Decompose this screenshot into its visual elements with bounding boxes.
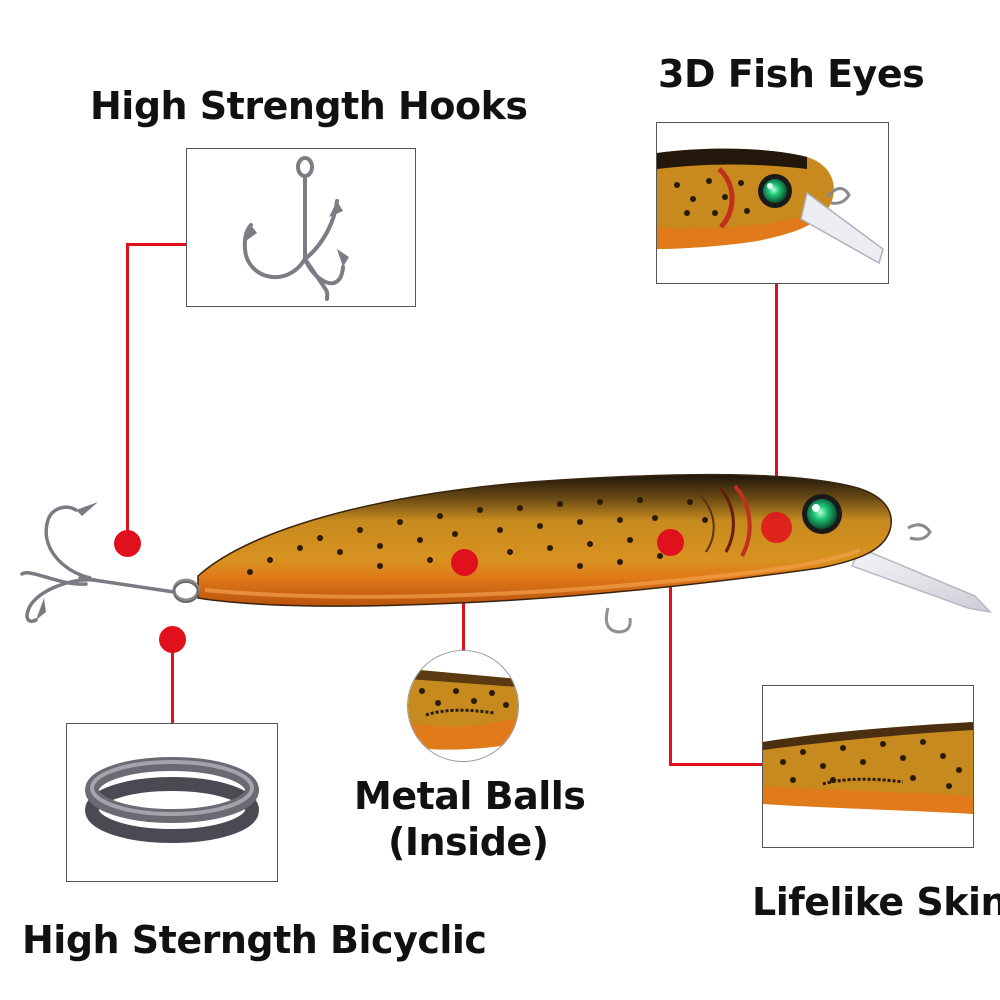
skin-callout-line-horizontal (669, 763, 763, 766)
hooks-callout-line-vertical (126, 243, 129, 543)
hooks-callout-line-horizontal (126, 243, 188, 246)
lifelike-skin-closeup-image (763, 686, 973, 847)
metal-balls-closeup-image (408, 651, 518, 761)
hooks-label: High Strength Hooks (90, 84, 528, 128)
split-ring-icon (67, 724, 277, 881)
fish-eye-closeup-image (657, 123, 888, 283)
skin-label: Lifelike Skin (752, 880, 1000, 924)
eyes-image-box (656, 122, 889, 284)
ring-callout-dot (159, 626, 186, 653)
balls-callout-line (462, 563, 465, 653)
eyes-label: 3D Fish Eyes (658, 52, 925, 96)
eyes-callout-line (775, 283, 778, 528)
ring-image-box (66, 723, 278, 882)
treble-hook-icon (242, 156, 349, 301)
ring-callout-line (171, 638, 174, 724)
skin-callout-line-vertical (669, 543, 672, 765)
skin-callout-dot (657, 529, 684, 556)
ring-label: High Sterngth Bicyclic (22, 918, 487, 962)
hooks-image-box (186, 148, 416, 307)
balls-callout-dot (451, 549, 478, 576)
metal-balls-closeup (407, 650, 519, 762)
metal-balls-label: Metal Balls (354, 774, 586, 818)
hooks-callout-dot (114, 530, 141, 557)
skin-image-box (762, 685, 974, 848)
eyes-callout-dot (761, 512, 792, 543)
metal-balls-sublabel: (Inside) (388, 820, 549, 864)
